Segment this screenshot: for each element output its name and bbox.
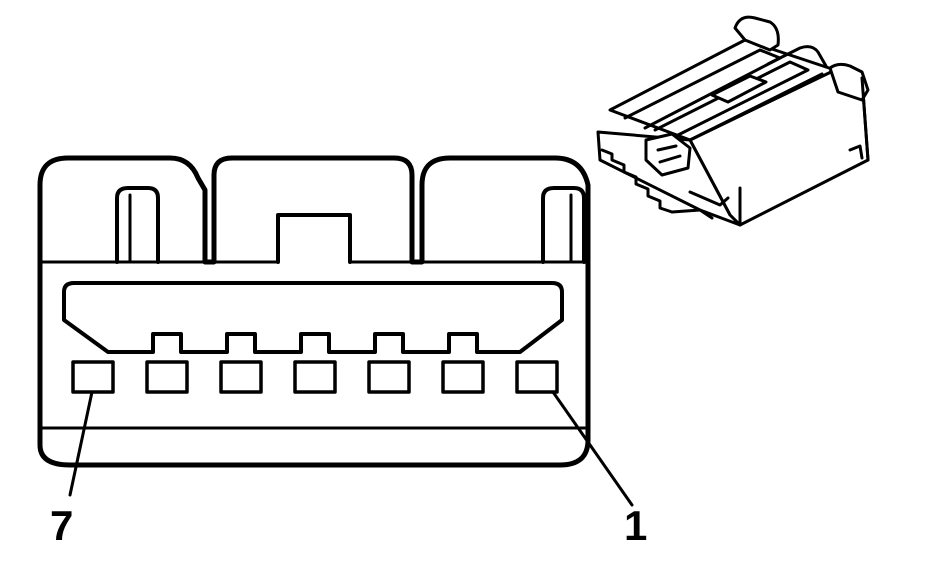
- connector-face: [37, 155, 634, 507]
- iso-right-edge: [738, 76, 870, 227]
- terminal-cavity: [62, 281, 564, 354]
- iso-lock-tab-groove: [656, 144, 682, 164]
- leader-line-pin-7: [68, 390, 94, 497]
- terminal-pin-7: [71, 360, 115, 394]
- iso-rear-right: [828, 62, 870, 102]
- terminal-pin-4: [293, 360, 337, 394]
- housing-outline: [37, 155, 591, 468]
- pin-label-7: 7: [50, 502, 73, 549]
- iso-latch-window: [710, 74, 768, 104]
- terminal-pins: [71, 360, 559, 394]
- left-latch-slot: [115, 186, 160, 264]
- terminal-pin-3: [367, 360, 411, 394]
- iso-front-teeth: [600, 148, 674, 214]
- right-latch-slot: [541, 186, 586, 264]
- center-key: [276, 213, 352, 264]
- leader-line-pin-1: [551, 390, 634, 507]
- terminal-pin-6: [145, 360, 189, 394]
- iso-right-notch: [848, 144, 864, 160]
- terminal-pin-2: [441, 360, 485, 394]
- iso-latch-arm: [766, 45, 828, 68]
- iso-lock-tab: [644, 132, 692, 177]
- iso-bottom-rail: [688, 190, 730, 207]
- iso-rib-3: [688, 72, 824, 142]
- pin-label-1: 1: [624, 502, 647, 549]
- iso-rear-left: [733, 15, 780, 52]
- iso-front-lower-edge: [670, 208, 714, 220]
- iso-rib-1: [623, 48, 782, 130]
- terminal-pin-5: [219, 360, 263, 394]
- terminal-pin-1: [515, 360, 559, 394]
- connector-isometric-view: [596, 15, 870, 227]
